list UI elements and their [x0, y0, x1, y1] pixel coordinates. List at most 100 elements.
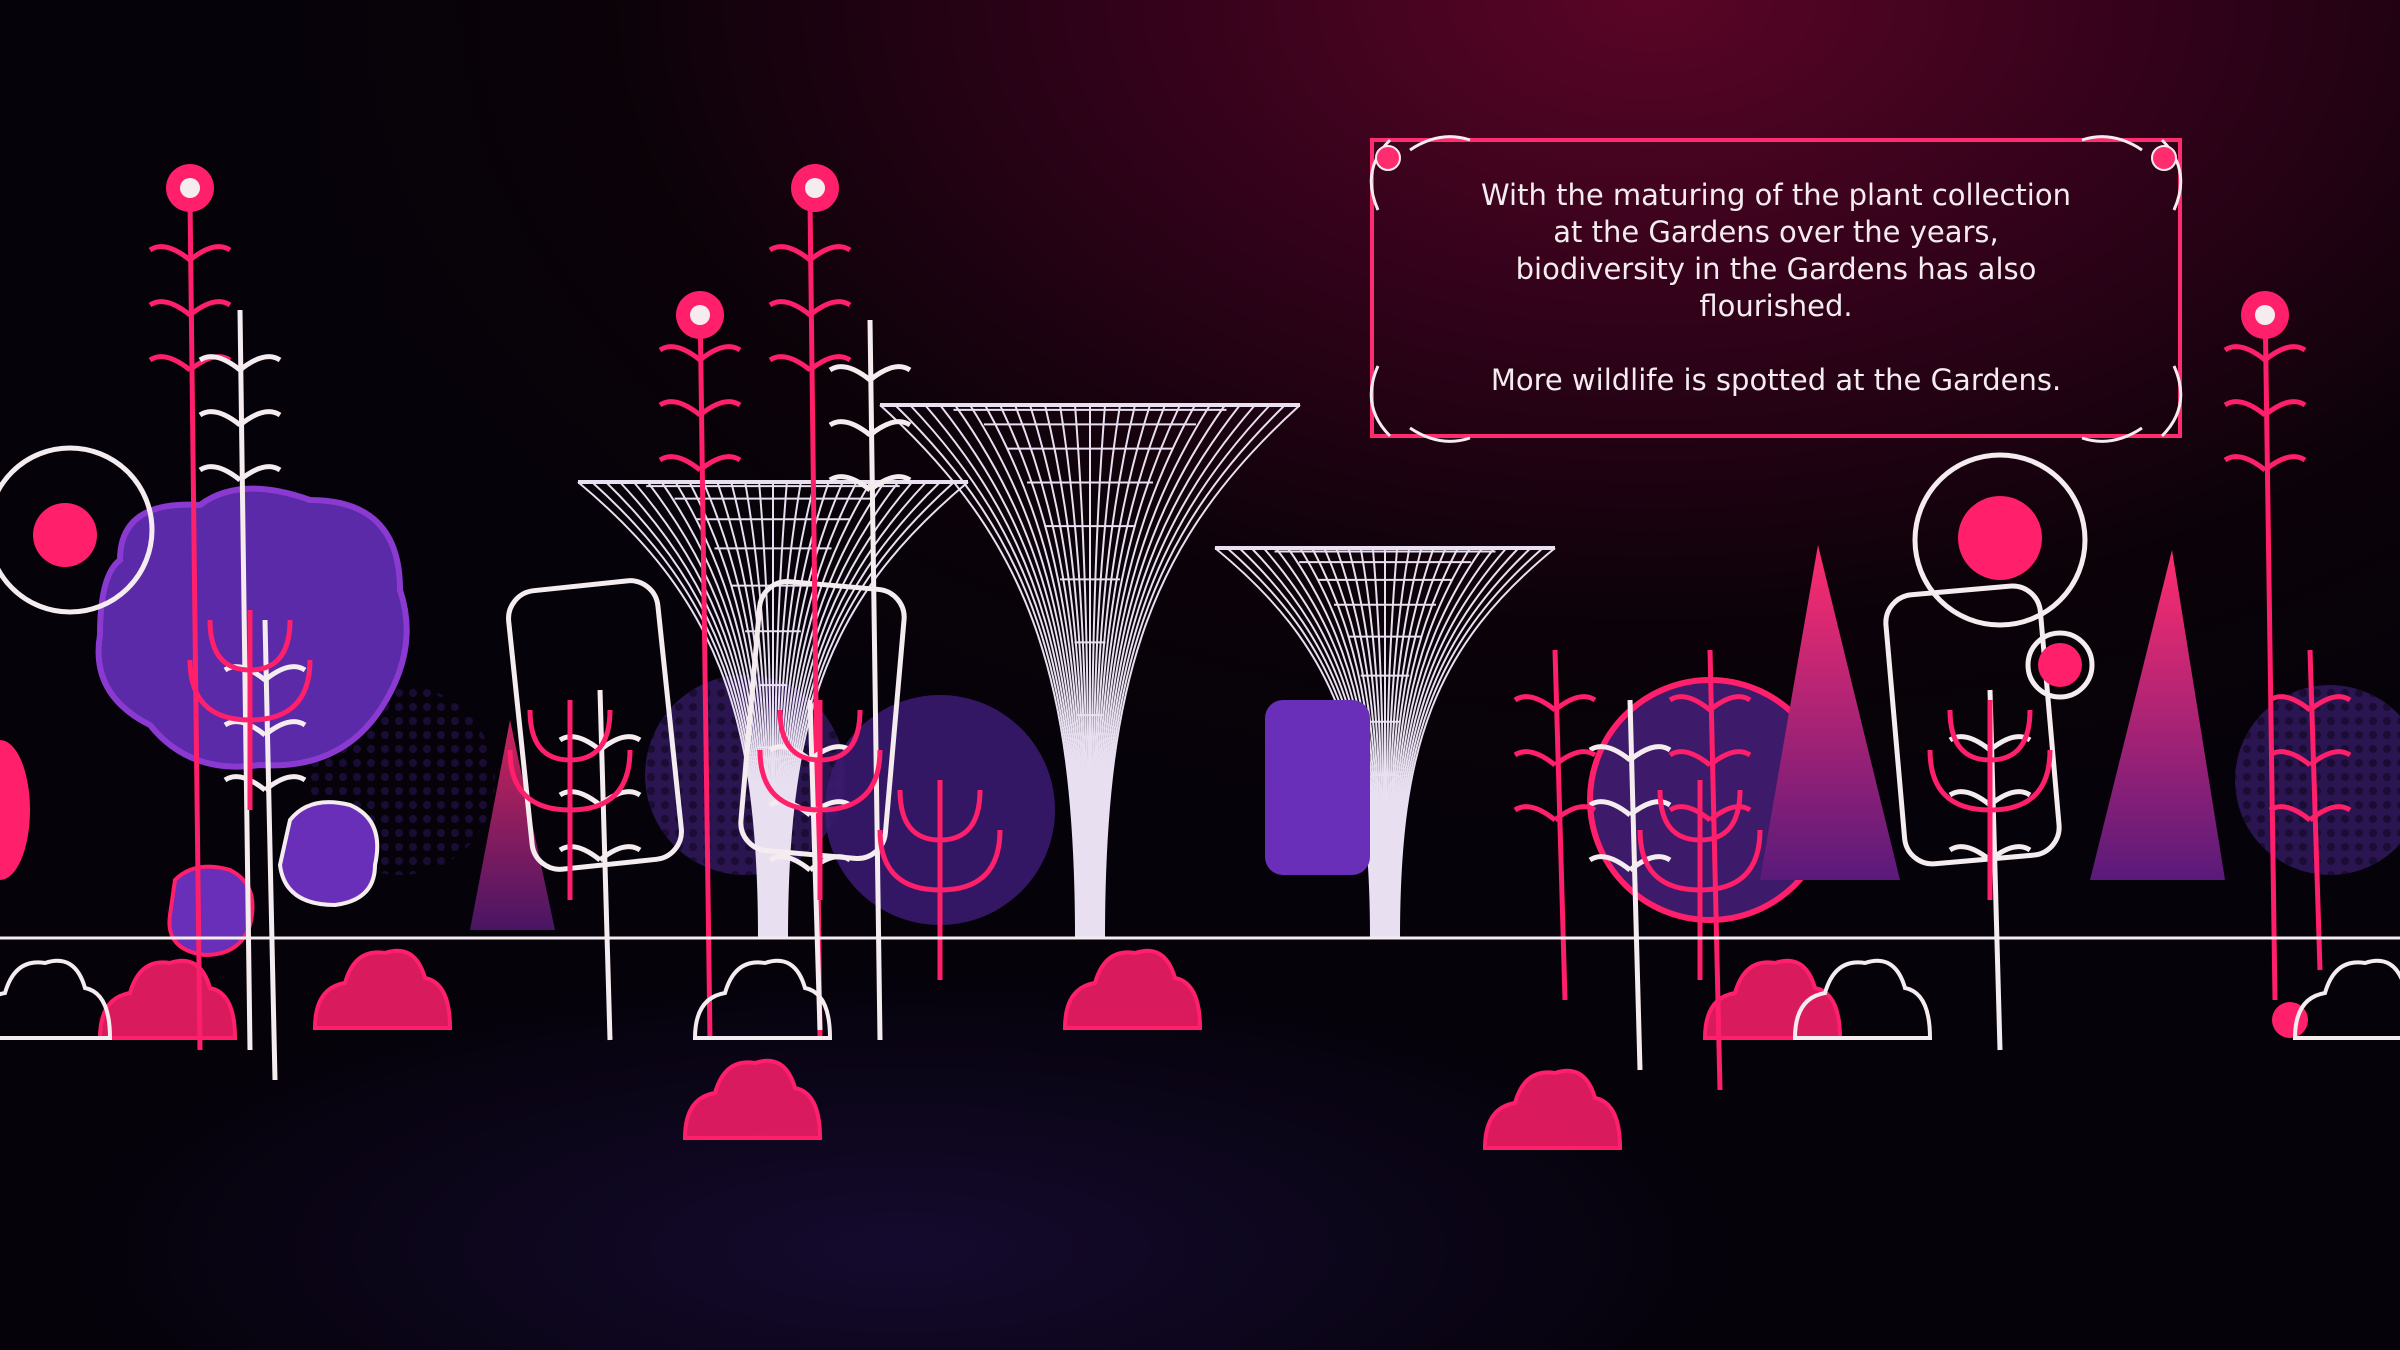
leaf — [2223, 344, 2307, 362]
caption-line-1: With the maturing of the plant collectio… — [1481, 178, 2071, 212]
leaf — [658, 399, 742, 417]
leaf — [198, 354, 282, 372]
ground-bushes — [0, 948, 2400, 1150]
caption-line-3: biodiversity in the Gardens has also — [1515, 252, 2037, 286]
supertree-rib — [1074, 404, 1090, 939]
leaf — [1513, 804, 1597, 822]
tree-branches — [1927, 700, 2053, 900]
supertree-rib — [954, 404, 1082, 939]
supertree-rib — [1098, 404, 1226, 939]
supertree-rib — [786, 481, 969, 939]
supertree-rib — [924, 404, 1080, 939]
supertree-rib — [1392, 547, 1483, 939]
leaf — [148, 244, 232, 262]
supertree-rib — [1371, 547, 1385, 939]
leaf — [1588, 854, 1672, 872]
leaf — [1668, 749, 1752, 767]
leaf — [768, 244, 852, 262]
supertree-rib — [1388, 547, 1435, 939]
caption-frame — [1369, 135, 2183, 443]
bush-icon — [1702, 958, 1843, 1040]
leaf — [2223, 399, 2307, 417]
leaf — [2268, 694, 2352, 712]
flower-center — [690, 305, 710, 325]
leaf — [658, 454, 742, 472]
stem — [262, 619, 278, 1081]
stem — [697, 299, 713, 1041]
supertree-rib — [1090, 404, 1106, 939]
bush-icon — [97, 958, 238, 1040]
bush-icon — [2292, 958, 2400, 1040]
supertree-rib — [984, 404, 1084, 939]
supertree-rib — [1044, 404, 1088, 939]
supertree-rib — [1101, 404, 1271, 939]
flower-center — [180, 178, 200, 198]
bush-icon — [692, 958, 833, 1040]
supertree-rib — [1091, 404, 1121, 939]
leaf — [198, 464, 282, 482]
stem — [867, 319, 883, 1041]
leaf — [1668, 694, 1752, 712]
supertree-right — [1214, 546, 1556, 939]
leaf — [768, 354, 852, 372]
supertree-rib — [1395, 547, 1520, 939]
leaf — [1588, 744, 1672, 762]
supertree-rib — [1396, 547, 1532, 939]
supertree-rib — [1029, 404, 1087, 939]
stem — [2307, 649, 2323, 971]
supertree-rib — [1014, 404, 1086, 939]
bush-icon — [0, 958, 113, 1040]
caption-box: With the maturing of the plant collectio… — [1372, 140, 2180, 436]
tree-branches — [1637, 780, 1763, 980]
supertree-rib — [1386, 547, 1411, 939]
leaf — [828, 419, 912, 437]
supertree-large — [879, 403, 1301, 939]
supertree-rib — [939, 404, 1081, 939]
supertree-rib — [1335, 547, 1382, 939]
leaf — [1588, 799, 1672, 817]
leaf — [768, 299, 852, 317]
caption-line-5: More wildlife is spotted at the Gardens. — [1490, 363, 2062, 397]
supertree-rib — [1347, 547, 1383, 939]
supertree-rib — [1097, 404, 1211, 939]
bush-icon — [1482, 1068, 1623, 1150]
supertree-rib — [1397, 547, 1544, 939]
supertree-rib — [1385, 547, 1399, 939]
supertree-rib — [1096, 404, 1196, 939]
supertree-rib — [1393, 547, 1496, 939]
supertree-rib — [1391, 547, 1471, 939]
leaf — [198, 409, 282, 427]
leaf — [2268, 749, 2352, 767]
purple-trees — [95, 485, 1833, 958]
caption-line-2: at the Gardens over the years, — [1553, 215, 1999, 249]
supertree-rib — [1394, 547, 1508, 939]
supertree-rib — [1100, 404, 1256, 939]
tree-branches — [757, 700, 883, 900]
leaf — [658, 344, 742, 362]
flower-center — [2255, 305, 2275, 325]
supertree-rib — [1390, 547, 1459, 939]
caption-line-4: flourished. — [1699, 289, 1853, 323]
supertree-rib — [879, 404, 1077, 939]
stem — [237, 309, 253, 1051]
bush-icon — [312, 948, 453, 1030]
leaf — [223, 719, 307, 737]
supertree-rib — [1095, 404, 1181, 939]
leaf — [1668, 804, 1752, 822]
bush-icon — [1062, 948, 1203, 1030]
supertree-rib — [999, 404, 1085, 939]
supertree-rib — [1099, 404, 1241, 939]
leaf — [148, 299, 232, 317]
leaf — [1513, 749, 1597, 767]
frame-trees — [0, 445, 2095, 872]
supertree-rib — [969, 404, 1083, 939]
supertree-rib — [1094, 404, 1166, 939]
flower-center — [805, 178, 825, 198]
cone-trees — [470, 545, 2225, 930]
supertree-rib — [909, 404, 1079, 939]
supertree-rib — [1059, 404, 1089, 939]
supertree-rib — [1387, 547, 1423, 939]
supertree-rib — [1389, 547, 1447, 939]
leaf — [828, 364, 912, 382]
